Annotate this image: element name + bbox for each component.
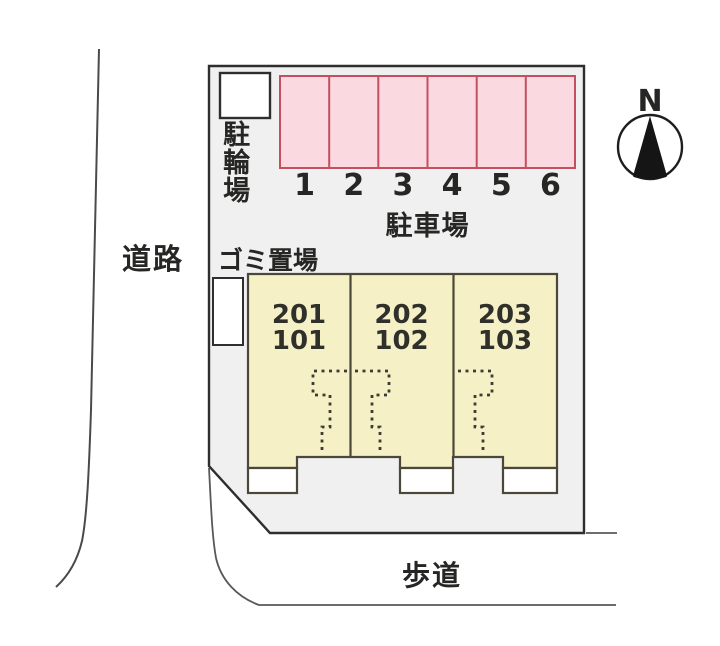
compass-needle-icon <box>633 116 667 176</box>
compass-north-label: N <box>637 84 663 119</box>
stair-dashed-path <box>458 369 494 453</box>
bicycle-parking-box <box>218 71 272 120</box>
compass <box>616 113 684 181</box>
stair-dashed-path <box>355 369 391 453</box>
unit-label-3: 203 103 <box>453 302 557 354</box>
unit-number-upper: 203 <box>477 300 533 330</box>
entrance-porch <box>398 466 455 495</box>
stair-paths <box>311 369 494 453</box>
parking-space-number: 1 <box>294 168 316 203</box>
garbage-box <box>212 277 244 346</box>
unit-number-upper: 201 <box>271 300 327 330</box>
unit-label-2: 202 102 <box>350 302 453 354</box>
parking-space-number: 5 <box>490 168 512 203</box>
parking-space-numbers: 1 2 3 4 5 6 <box>280 171 575 201</box>
road-boundary-line <box>55 48 100 588</box>
parking-space-number: 4 <box>441 168 463 203</box>
garbage-area-label: ゴミ置場 <box>218 246 319 275</box>
parking-space-number: 2 <box>343 168 365 203</box>
entrance-porch <box>501 466 559 495</box>
bicycle-parking-label: 駐輪場 <box>218 120 250 204</box>
sidewalk-curb-line <box>208 467 616 606</box>
entrance-porch <box>246 466 299 495</box>
road-label: 道路 <box>121 242 184 276</box>
unit-number-lower: 102 <box>374 326 429 356</box>
unit-label-1: 201 101 <box>248 302 350 354</box>
parking-space-number: 3 <box>392 168 414 203</box>
parking-space-number: 6 <box>540 168 561 203</box>
stair-dashed-path <box>311 369 347 453</box>
parking-lot-label: 駐車場 <box>385 211 470 242</box>
parking-dividers <box>328 76 527 168</box>
compass-needle-base <box>633 173 667 179</box>
unit-number-lower: 101 <box>271 326 327 356</box>
sidewalk-label: 歩道 <box>401 559 462 592</box>
unit-number-lower: 103 <box>477 326 533 356</box>
unit-number-upper: 202 <box>374 300 429 330</box>
